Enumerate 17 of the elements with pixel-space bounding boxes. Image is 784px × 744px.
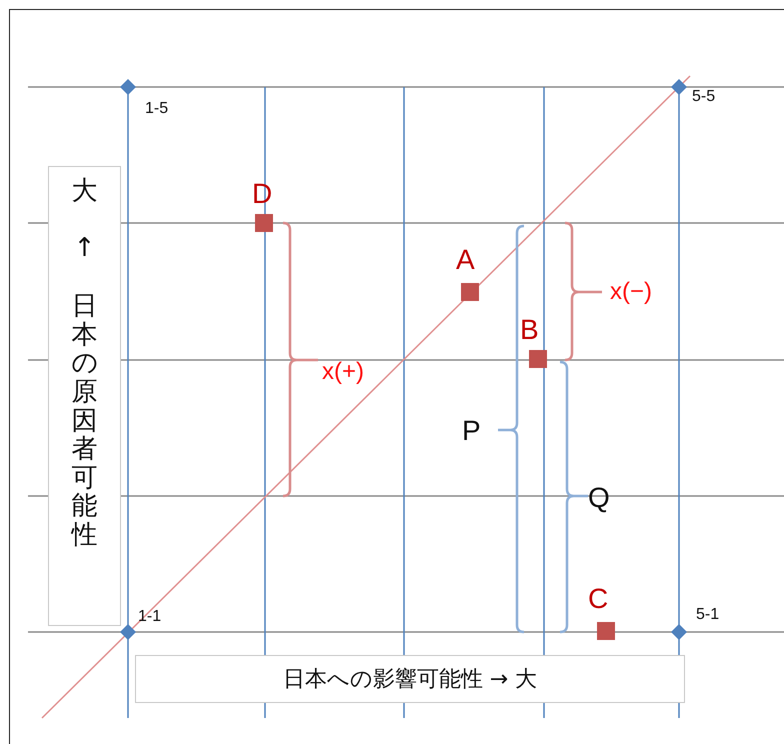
axis-label-box: [48, 166, 121, 626]
corner-label: 1-1: [138, 609, 162, 625]
brace-label: Q: [588, 484, 610, 512]
corner-label: 5-1: [696, 607, 720, 623]
point-label: A: [456, 246, 475, 274]
point-label: C: [588, 585, 608, 613]
axis-label-box: [135, 655, 685, 703]
axis-title: ↑: [72, 234, 96, 262]
axis-title: 大: [72, 177, 98, 206]
brace-label: P: [462, 417, 481, 445]
axis-title: 日本の原因者可能性: [72, 292, 98, 550]
axis-title: 日本への影響可能性 → 大: [282, 666, 538, 694]
point-label: B: [520, 316, 539, 344]
corner-label: 1-5: [145, 101, 168, 117]
brace-label: x(+): [322, 360, 364, 384]
corner-label: 5-5: [692, 89, 716, 105]
brace-label: x(−): [610, 280, 652, 304]
